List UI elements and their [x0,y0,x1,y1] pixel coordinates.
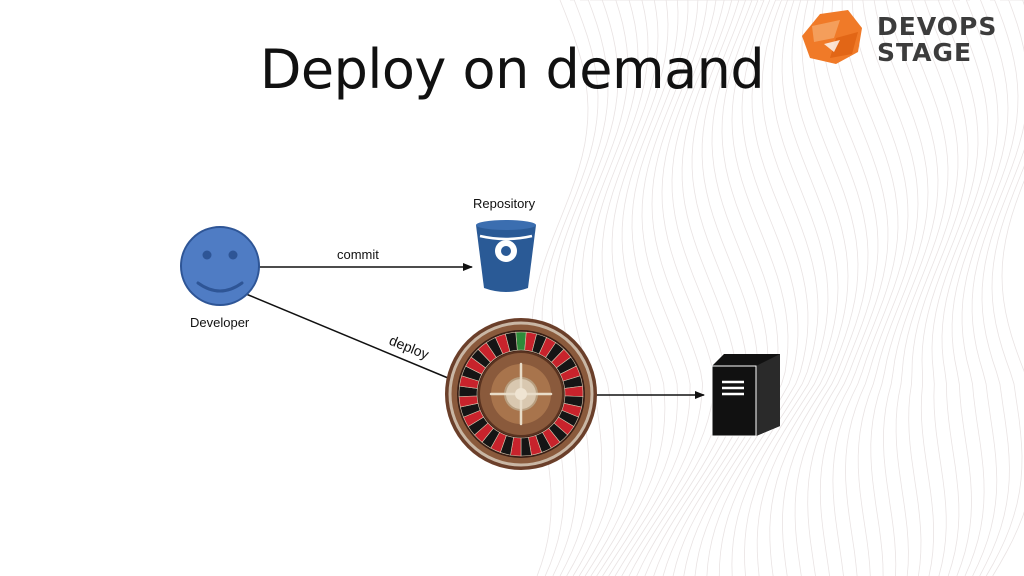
logo-text-line1: DEVOPS [877,12,998,41]
logo-mark-icon [802,10,862,64]
repository-label: Repository [473,196,536,211]
roulette-wheel-icon [445,318,597,470]
server-tower-icon [711,354,780,437]
edge-deploy-line [245,293,449,379]
commit-label: commit [337,247,379,262]
slide-title: Deploy on demand [259,38,765,101]
developer-smiley-icon [180,226,260,306]
devops-stage-logo: DEVOPS STAGE [800,8,1020,68]
repository-bucket-icon [476,220,536,292]
logo-text-line2: STAGE [877,38,973,67]
developer-label: Developer [190,315,250,330]
